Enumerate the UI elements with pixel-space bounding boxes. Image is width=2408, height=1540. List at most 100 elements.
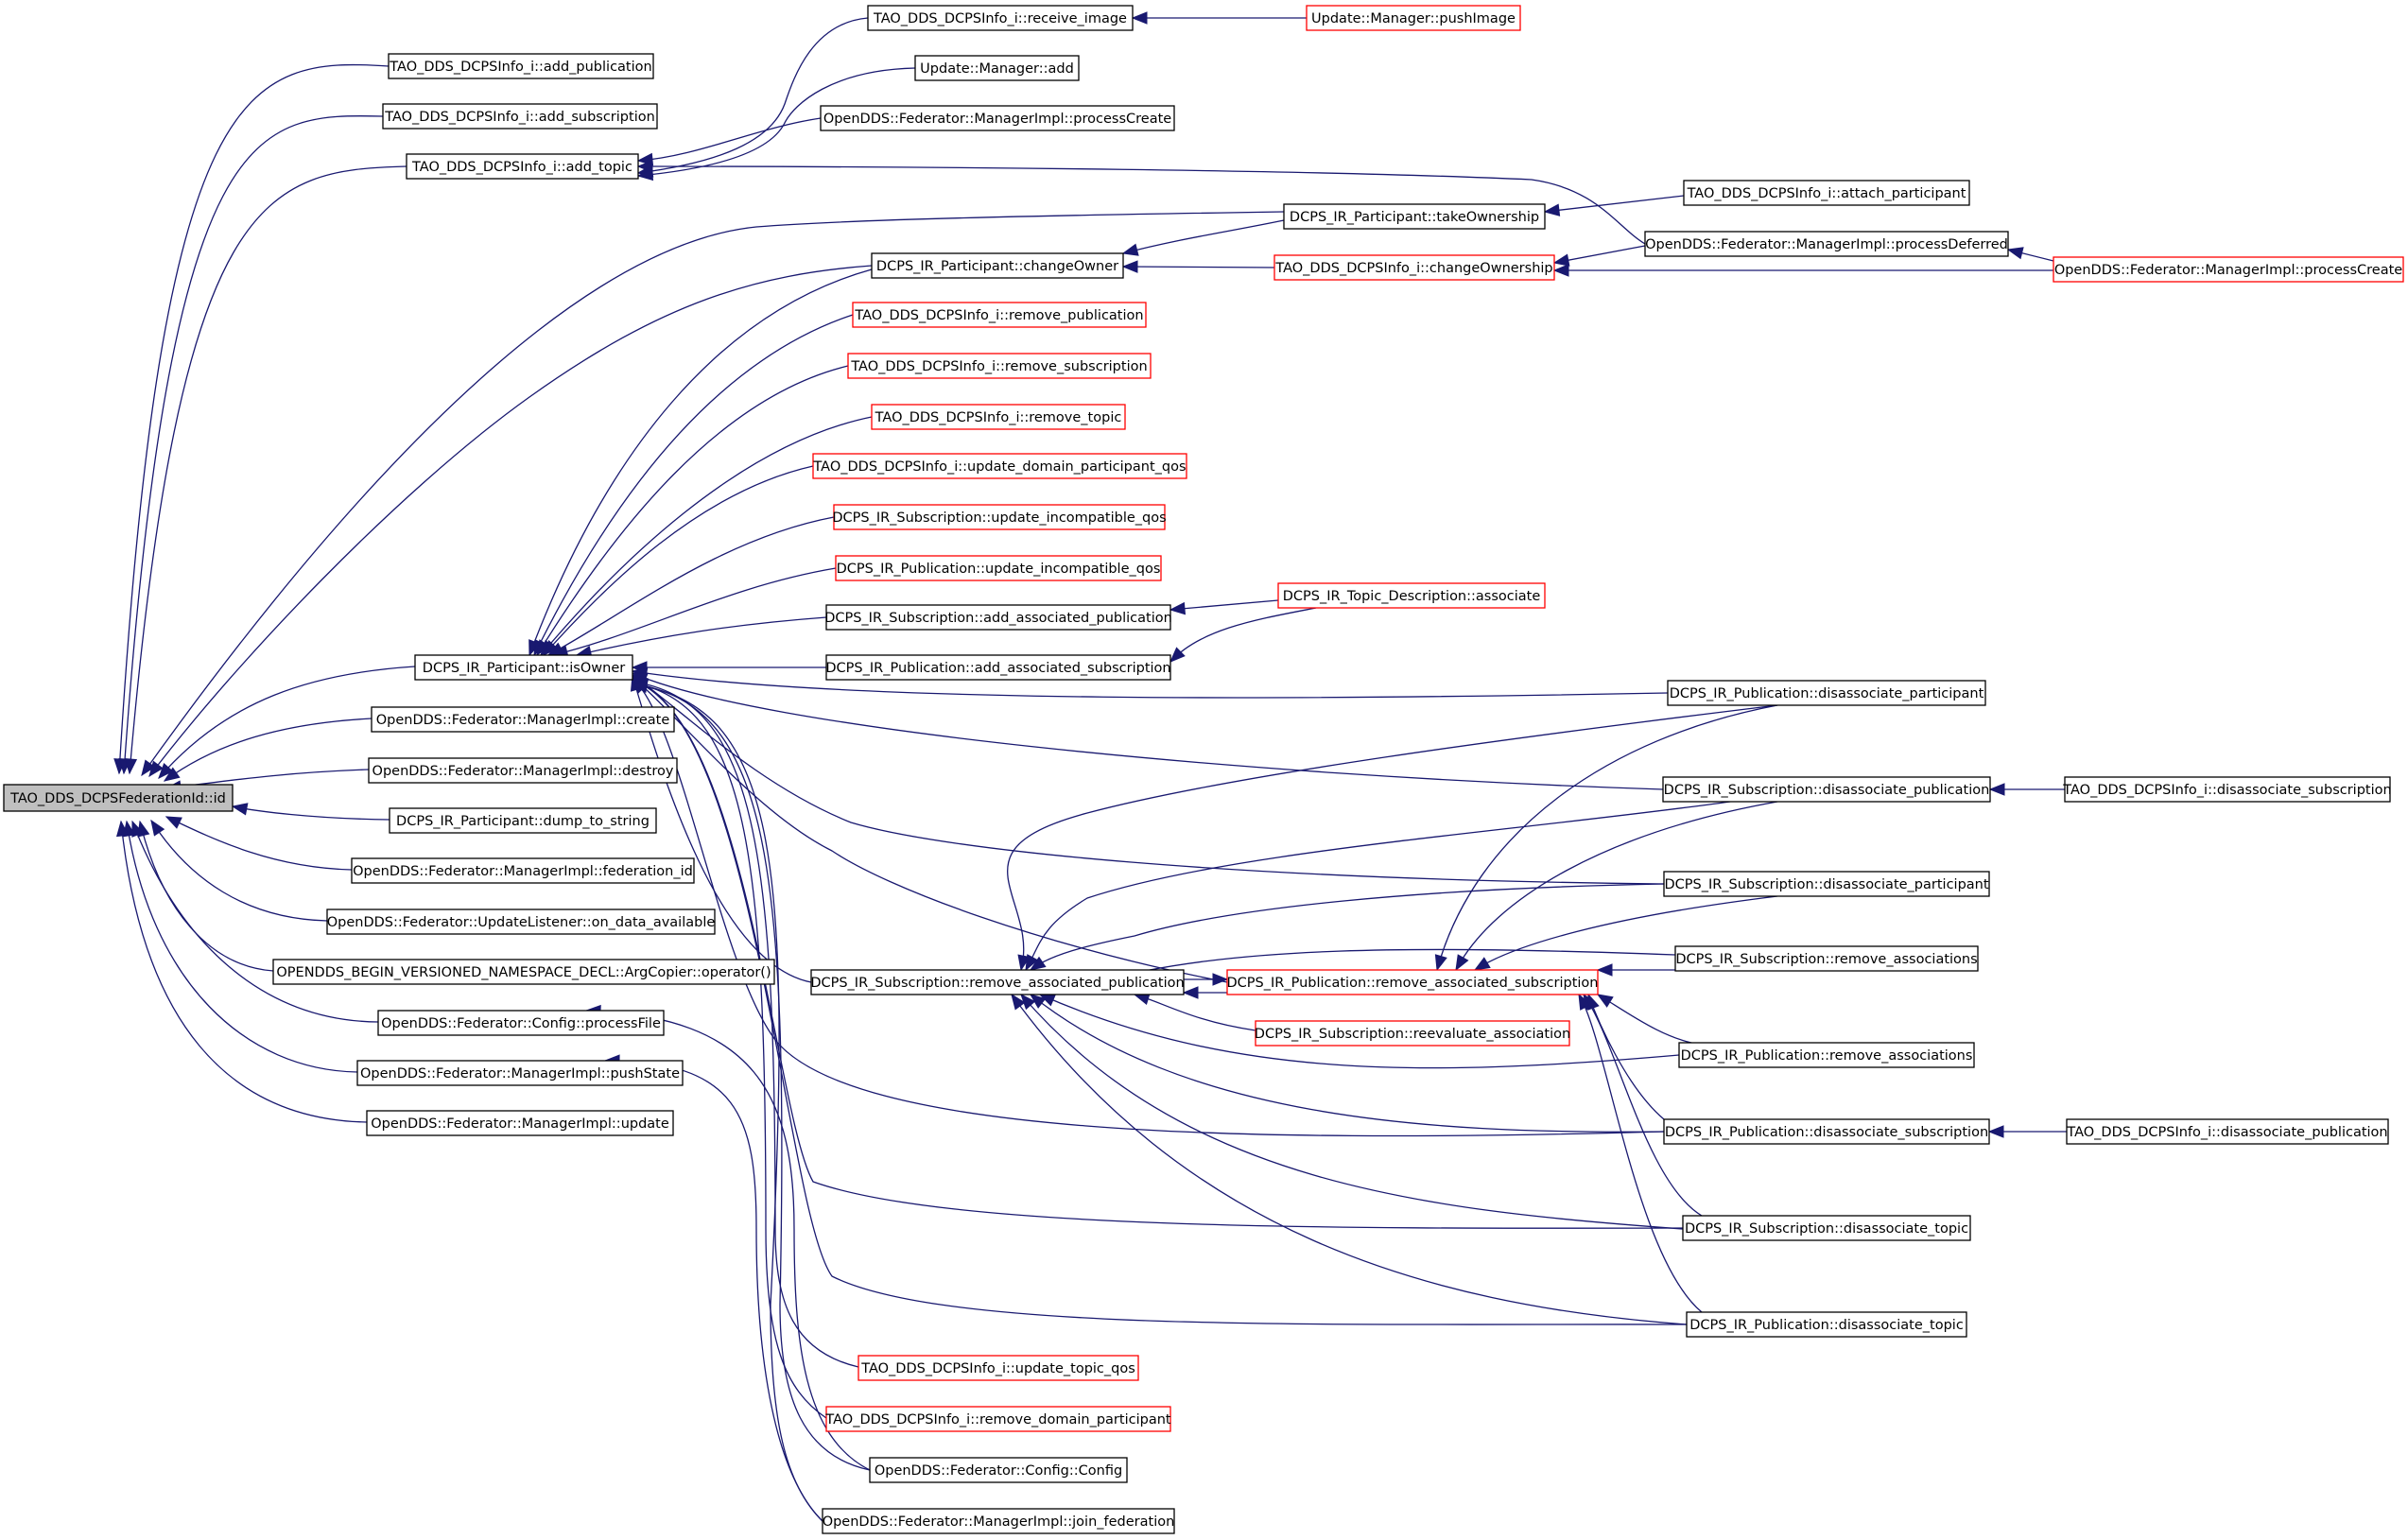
edge-arrowhead <box>1552 264 1569 277</box>
edge-n39-to-n35 <box>1038 994 1680 1069</box>
function-node[interactable]: DCPS_IR_Participant::dump_to_string <box>389 807 657 834</box>
function-node[interactable]: OpenDDS::Federator::ManagerImpl::pushSta… <box>356 1060 684 1086</box>
edge-arrowhead <box>116 820 130 838</box>
function-node[interactable]: DCPS_IR_Publication::disassociate_subscr… <box>1663 1118 1990 1145</box>
function-node[interactable]: DCPS_IR_Publication::remove_associated_s… <box>1226 969 1599 995</box>
function-node[interactable]: TAO_DDS_DCPSInfo_i::update_domain_partic… <box>812 453 1187 479</box>
node-label: DCPS_IR_Publication::remove_associated_s… <box>1226 976 1598 991</box>
node-box <box>272 959 775 985</box>
function-node[interactable]: TAO_DDS_DCPSInfo_i::remove_subscription <box>847 353 1152 379</box>
node-box <box>1273 254 1555 281</box>
function-node[interactable]: Update::Manager::pushImage <box>1306 5 1521 31</box>
function-node[interactable]: DCPS_IR_Subscription::add_associated_pub… <box>824 604 1172 631</box>
function-node[interactable]: DCPS_IR_Publication::remove_associations <box>1678 1042 1975 1068</box>
function-node[interactable]: TAO_DDS_DCPSInfo_i::disassociate_subscri… <box>2062 776 2392 803</box>
edge-n4-to-n3 <box>636 17 869 178</box>
edge-arrowhead <box>150 819 165 837</box>
function-node[interactable]: DCPS_IR_Subscription::update_incompatibl… <box>832 504 1167 530</box>
node-box <box>366 1110 674 1136</box>
function-node[interactable]: TAO_DDS_DCPSInfo_i::add_publication <box>388 53 654 79</box>
edge-n33-to-n36 <box>1596 963 1675 977</box>
edge-line <box>1011 994 1688 1325</box>
node-label: OpenDDS::Federator::ManagerImpl::update <box>371 1116 669 1132</box>
edge-n3-to-n0 <box>124 165 407 775</box>
node-box <box>847 353 1152 379</box>
function-node[interactable]: OpenDDS::Federator::ManagerImpl::update <box>366 1110 674 1136</box>
node-label: TAO_DDS_DCPSInfo_i::add_topic <box>411 160 632 175</box>
function-node[interactable]: DCPS_IR_Publication::update_incompatible… <box>835 555 1162 581</box>
edge-line <box>1122 266 1275 268</box>
function-node[interactable]: TAO_DDS_DCPSInfo_i::add_subscription <box>382 103 658 130</box>
node-box <box>388 53 654 79</box>
edge-n27-to-n36 <box>1455 801 1778 972</box>
function-node[interactable]: OpenDDS::Federator::ManagerImpl::federat… <box>351 857 695 884</box>
edge-n7-to-n3 <box>636 117 822 166</box>
function-node[interactable]: OpenDDS::Federator::ManagerImpl::process… <box>2053 256 2404 283</box>
function-node[interactable]: OpenDDS::Federator::Config::Config <box>869 1457 1128 1483</box>
function-node[interactable]: OpenDDS::Federator::ManagerImpl::process… <box>1644 231 2009 257</box>
edge-n40-to-n0 <box>122 820 358 1073</box>
edge-arrowhead <box>543 639 559 657</box>
edge-n13-to-n12 <box>1121 260 1275 273</box>
function-node[interactable]: OpenDDS::Federator::ManagerImpl::process… <box>820 105 1175 131</box>
node-box <box>414 654 633 681</box>
function-node[interactable]: DCPS_IR_Publication::add_associated_subs… <box>825 654 1171 681</box>
function-node[interactable]: Update::Manager::add <box>914 55 1080 81</box>
function-node[interactable]: DCPS_IR_Topic_Description::associate <box>1277 582 1546 609</box>
edge-line <box>1007 704 1778 971</box>
edge-n36-to-n35 <box>1182 986 1227 999</box>
node-box <box>825 1406 1171 1432</box>
function-node[interactable]: TAO_DDS_DCPSInfo_i::update_topic_qos <box>858 1355 1139 1381</box>
function-node[interactable]: OpenDDS::Federator::ManagerImpl::create <box>371 706 675 733</box>
node-label: TAO_DDS_DCPSInfo_i::remove_topic <box>875 410 1122 425</box>
edge-line <box>150 820 328 922</box>
node-label: TAO_DDS_DCPSInfo_i::disassociate_publica… <box>2066 1125 2387 1140</box>
edge-n38-to-n35 <box>1133 993 1256 1031</box>
function-node[interactable]: DCPS_IR_Participant::isOwner <box>414 654 633 681</box>
node-label: DCPS_IR_Subscription::disassociate_publi… <box>1664 783 1990 798</box>
node-box <box>1283 203 1546 230</box>
node-box <box>351 857 695 884</box>
function-node[interactable]: OPENDDS_BEGIN_VERSIONED_NAMESPACE_DECL::… <box>272 959 775 985</box>
function-node[interactable]: DCPS_IR_Participant::changeOwner <box>871 252 1124 279</box>
function-node[interactable]: OpenDDS::Federator::UpdateListener::on_d… <box>326 908 716 935</box>
edge-line <box>1544 195 1685 213</box>
node-box <box>2066 1118 2389 1145</box>
function-node[interactable]: DCPS_IR_Publication::disassociate_partic… <box>1667 680 1986 706</box>
node-label: TAO_DDS_DCPSInfo_i::update_domain_partic… <box>812 459 1186 475</box>
edge-n34-to-n0 <box>137 820 274 972</box>
node-box <box>326 908 716 935</box>
function-node[interactable]: DCPS_IR_Subscription::remove_association… <box>1674 945 1979 972</box>
edge-n18-to-n23 <box>546 516 835 656</box>
function-node[interactable]: DCPS_IR_Subscription::disassociate_parti… <box>1663 871 1990 897</box>
node-box <box>1663 871 1990 897</box>
function-node[interactable]: DCPS_IR_Participant::takeOwnership <box>1283 203 1546 230</box>
function-node[interactable]: TAO_DDS_DCPSInfo_i::remove_domain_partic… <box>824 1406 1171 1432</box>
node-label: TAO_DDS_DCPSInfo_i::remove_subscription <box>850 359 1147 374</box>
edge-line <box>1030 883 1665 971</box>
function-node[interactable]: OpenDDS::Federator::ManagerImpl::join_fe… <box>822 1508 1175 1534</box>
edge-n35-to-n36 <box>1184 973 1229 986</box>
function-node[interactable]: TAO_DDS_DCPSInfo_i::add_topic <box>406 153 639 180</box>
edge-line <box>632 680 1688 1325</box>
function-node[interactable]: TAO_DDS_DCPSInfo_i::receive_image <box>867 5 1134 31</box>
node-box <box>869 1457 1128 1483</box>
function-node[interactable]: OpenDDS::Federator::Config::processFile <box>377 1010 665 1036</box>
function-node[interactable]: TAO_DDS_DCPSInfo_i::remove_topic <box>871 404 1126 430</box>
function-node[interactable]: OpenDDS::Federator::ManagerImpl::destroy <box>368 757 678 784</box>
function-node[interactable]: DCPS_IR_Subscription::disassociate_topic <box>1682 1215 1971 1241</box>
function-node[interactable]: TAO_DDS_DCPSInfo_i::changeOwnership <box>1273 254 1555 281</box>
function-node[interactable]: DCPS_IR_Subscription::remove_associated_… <box>810 969 1185 995</box>
function-node[interactable]: DCPS_IR_Subscription::reevaluate_associa… <box>1255 1020 1570 1047</box>
edge-line <box>1583 994 1703 1217</box>
node-box <box>1644 231 2009 257</box>
edge-arrowhead <box>1596 963 1613 977</box>
edge-arrowhead <box>1169 601 1187 615</box>
function-node[interactable]: TAO_DDS_DCPSInfo_i::attach_participant <box>1683 180 1970 206</box>
edge-arrowhead <box>2006 247 2024 260</box>
function-node[interactable]: TAO_DDS_DCPSInfo_i::disassociate_publica… <box>2066 1118 2389 1145</box>
edge-line <box>533 314 854 656</box>
function-node[interactable]: TAO_DDS_DCPSInfo_i::remove_publication <box>852 302 1147 328</box>
function-node[interactable]: DCPS_IR_Publication::disassociate_topic <box>1686 1311 1967 1338</box>
function-node[interactable]: DCPS_IR_Subscription::disassociate_publi… <box>1662 776 1991 803</box>
